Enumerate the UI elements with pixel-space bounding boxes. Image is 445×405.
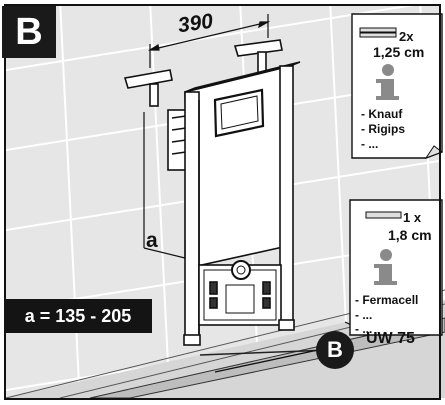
installation-frame: [123, 39, 301, 346]
panel-border: [4, 4, 441, 400]
depth-dimension-label: a: [146, 229, 158, 252]
depth-range-label: a = 135 - 205: [4, 299, 152, 333]
material-item: - ...: [355, 308, 373, 322]
board-sheet-icon: [359, 27, 397, 38]
dimension-a-line: [143, 112, 186, 259]
board-thickness: 1,25 cm: [373, 44, 425, 60]
callout-leader: [214, 349, 319, 373]
board-card-1: [351, 13, 444, 160]
info-icon: [374, 249, 397, 285]
board-quantity: 2x: [399, 29, 414, 44]
callout-badge: B: [316, 331, 354, 369]
material-item: - Fermacell: [355, 293, 419, 307]
dimension-390-line: [147, 14, 271, 68]
material-item: - Knauf: [361, 107, 403, 121]
width-dimension-label: 390: [176, 9, 215, 38]
floor-track: [5, 289, 445, 399]
board-thickness: 1,8 cm: [388, 227, 432, 243]
panel-badge: B: [2, 6, 56, 58]
track-label: UW 75: [366, 330, 415, 347]
material-item: - ...: [361, 137, 379, 151]
board-card-2: [349, 199, 443, 336]
material-item: - ...: [355, 322, 373, 336]
info-icon: [376, 64, 399, 100]
material-item: - Rigips: [361, 122, 405, 136]
board-quantity: 1 x: [403, 210, 422, 225]
board-sheet-icon: [365, 211, 402, 219]
